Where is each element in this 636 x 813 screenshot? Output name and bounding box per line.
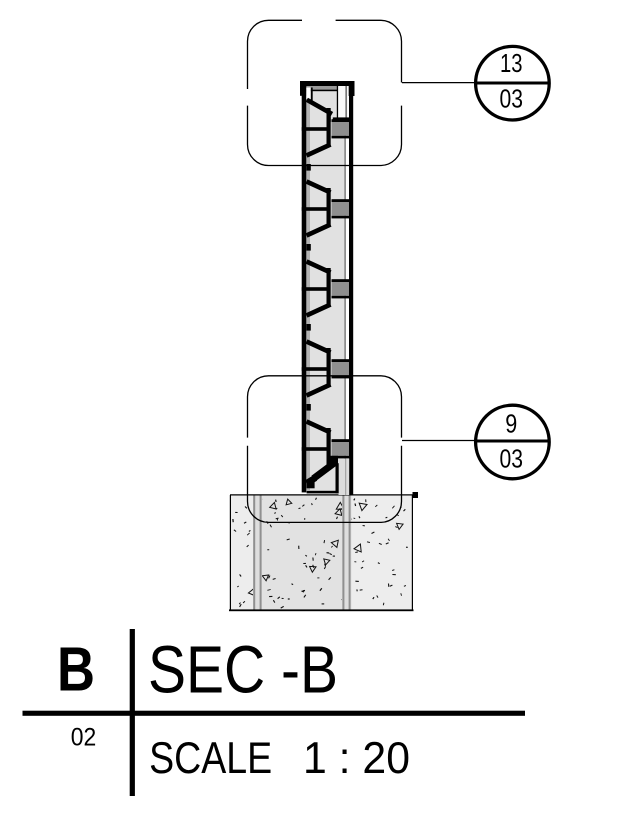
svg-text:13: 13 <box>500 50 523 78</box>
svg-text:03: 03 <box>500 85 524 113</box>
svg-text:1 : 20: 1 : 20 <box>303 734 410 783</box>
svg-text:03: 03 <box>500 446 524 474</box>
svg-text:02: 02 <box>71 724 97 752</box>
svg-text:SCALE: SCALE <box>149 734 272 783</box>
svg-text:B: B <box>57 635 95 705</box>
svg-text:9: 9 <box>505 411 517 439</box>
svg-text:SEC -B: SEC -B <box>148 634 338 708</box>
